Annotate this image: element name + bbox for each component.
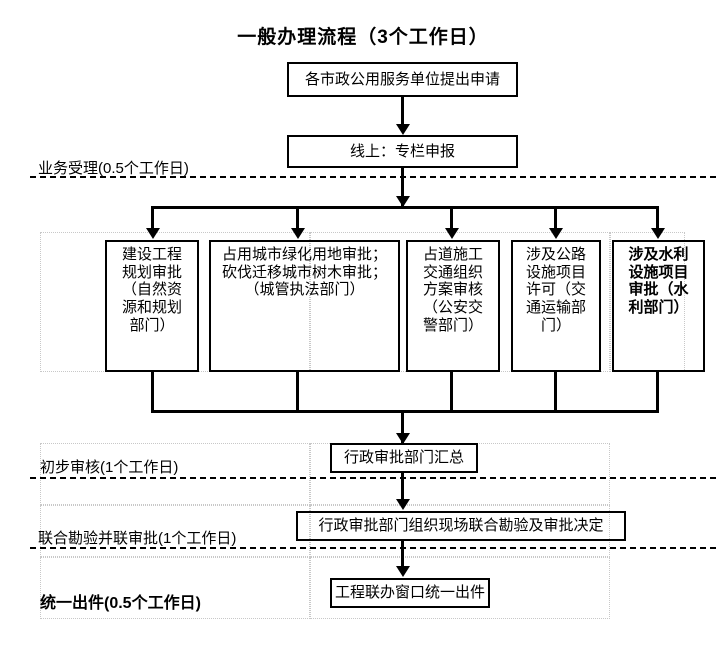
merge-leg-5 — [656, 372, 659, 413]
arrow-to-box-1 — [146, 228, 160, 239]
stage-separator-accept — [30, 176, 716, 178]
merge-bus — [151, 410, 659, 413]
connector-online-bus — [401, 168, 404, 206]
stage-label-issue: 统一出件(0.5个工作日) — [40, 595, 201, 612]
node-parallel-highway[interactable]: 涉及公路 设施项目 许可（交 通运输部 门） — [511, 240, 601, 372]
connector-apply-online — [401, 97, 404, 130]
bus-leg-5 — [656, 206, 659, 232]
merge-leg-1 — [151, 372, 154, 413]
node-issue[interactable]: 工程联办窗口统一出件 — [330, 578, 490, 608]
arrow-to-box-5 — [651, 228, 665, 239]
stage-label-accept: 业务受理(0.5个工作日) — [38, 160, 189, 177]
arrow-summary-survey — [396, 499, 410, 510]
arrow-to-box-4 — [549, 228, 563, 239]
stage-separator-prelim — [30, 477, 716, 479]
node-parallel-planning[interactable]: 建设工程 规划审批 （自然资 源和规划 部门） — [105, 240, 199, 372]
connector-summary-survey — [401, 473, 404, 505]
merge-leg-2 — [296, 372, 299, 413]
distribution-bus — [151, 206, 659, 209]
connector-merge-summary — [401, 410, 404, 443]
connector-survey-issue — [401, 541, 404, 574]
page-title: 一般办理流程（3个工作日） — [237, 27, 489, 48]
node-online[interactable]: 线上：专栏申报 — [287, 135, 518, 168]
node-parallel-traffic[interactable]: 占道施工 交通组织 方案审核 （公安交 警部门） — [406, 240, 500, 372]
arrow-online-bus — [396, 196, 410, 207]
stage-label-prelim: 初步审核(1个工作日) — [40, 459, 179, 476]
node-survey[interactable]: 行政审批部门组织现场联合勘验及审批决定 — [296, 511, 626, 541]
node-parallel-water[interactable]: 涉及水利 设施项目 审批（水 利部门） — [612, 240, 705, 372]
node-summary[interactable]: 行政审批部门汇总 — [330, 443, 478, 473]
merge-leg-3 — [450, 372, 453, 413]
bus-leg-2 — [296, 206, 299, 232]
stage-label-joint: 联合勘验并联审批(1个工作日) — [38, 530, 237, 547]
stage-separator-joint — [30, 547, 716, 549]
bus-leg-3 — [450, 206, 453, 232]
bus-leg-4 — [554, 206, 557, 232]
bus-leg-1 — [151, 206, 154, 232]
node-apply[interactable]: 各市政公用服务单位提出申请 — [287, 62, 518, 97]
node-parallel-greenland[interactable]: 占用城市绿化用地审批； 砍伐迁移城市树木审批； （城管执法部门） — [209, 240, 400, 372]
arrow-survey-issue — [396, 566, 410, 577]
arrow-to-box-2 — [291, 228, 305, 239]
arrow-to-box-3 — [445, 228, 459, 239]
arrow-apply-online — [396, 124, 410, 135]
merge-leg-4 — [554, 372, 557, 413]
arrow-merge-summary — [396, 433, 410, 444]
